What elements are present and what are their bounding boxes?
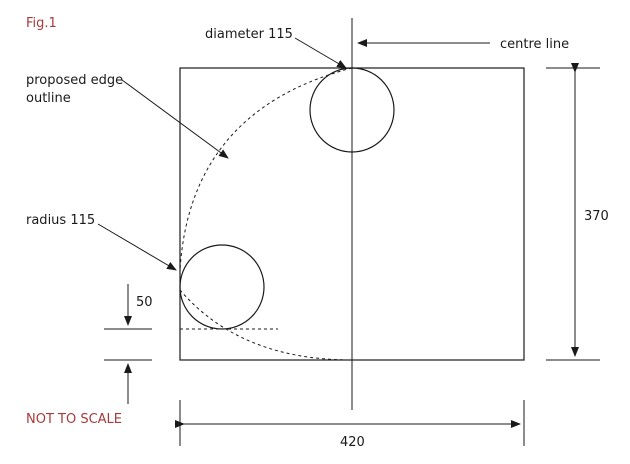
proposed-edge-leader bbox=[121, 79, 229, 159]
bottom-circle bbox=[179, 244, 265, 330]
proposed-edge-lower bbox=[179, 289, 353, 361]
width-value: 420 bbox=[340, 435, 365, 450]
offset-value: 50 bbox=[136, 295, 153, 310]
height-value: 370 bbox=[584, 209, 609, 224]
diameter-leader bbox=[294, 37, 347, 69]
diameter-label: diameter 115 bbox=[205, 27, 293, 42]
proposed-edge-upper bbox=[179, 67, 353, 271]
proposed-edge-label-1: proposed edge bbox=[26, 73, 123, 88]
centre-line-label: centre line bbox=[500, 37, 569, 52]
radius-leader bbox=[97, 223, 177, 271]
proposed-edge-label-2: outline bbox=[26, 91, 71, 106]
figure-label: Fig.1 bbox=[26, 16, 57, 31]
radius-label: radius 115 bbox=[26, 213, 95, 228]
scale-note: NOT TO SCALE bbox=[26, 412, 122, 427]
